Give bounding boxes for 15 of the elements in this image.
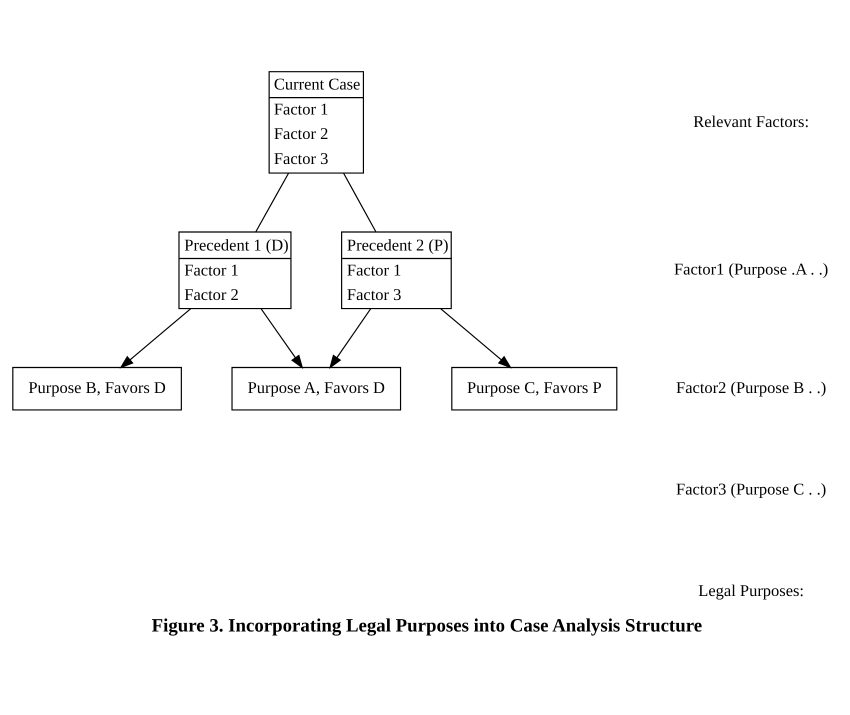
- arrow: [260, 308, 304, 369]
- arrow: [329, 308, 372, 369]
- label: Factor1 (Purpose .A . .): [674, 260, 828, 279]
- label: Factor3 (Purpose C . .): [676, 479, 826, 498]
- arrow: [120, 308, 191, 369]
- label: Relevant Factors:: [693, 112, 810, 131]
- label: Factor2 (Purpose B . .): [676, 378, 826, 398]
- node-box: Purpose B, Favors D: [12, 366, 182, 411]
- arrow: [440, 308, 512, 369]
- connector: [343, 172, 376, 232]
- caption: Figure 3. Incorporating Legal Purposes into Case Analysis Structure: [152, 615, 702, 636]
- label: Legal Purposes:: [698, 580, 804, 600]
- node-box: Purpose A, Favors D: [231, 366, 402, 411]
- node-box: Purpose C, Favors P: [451, 366, 618, 411]
- connector: [255, 172, 290, 232]
